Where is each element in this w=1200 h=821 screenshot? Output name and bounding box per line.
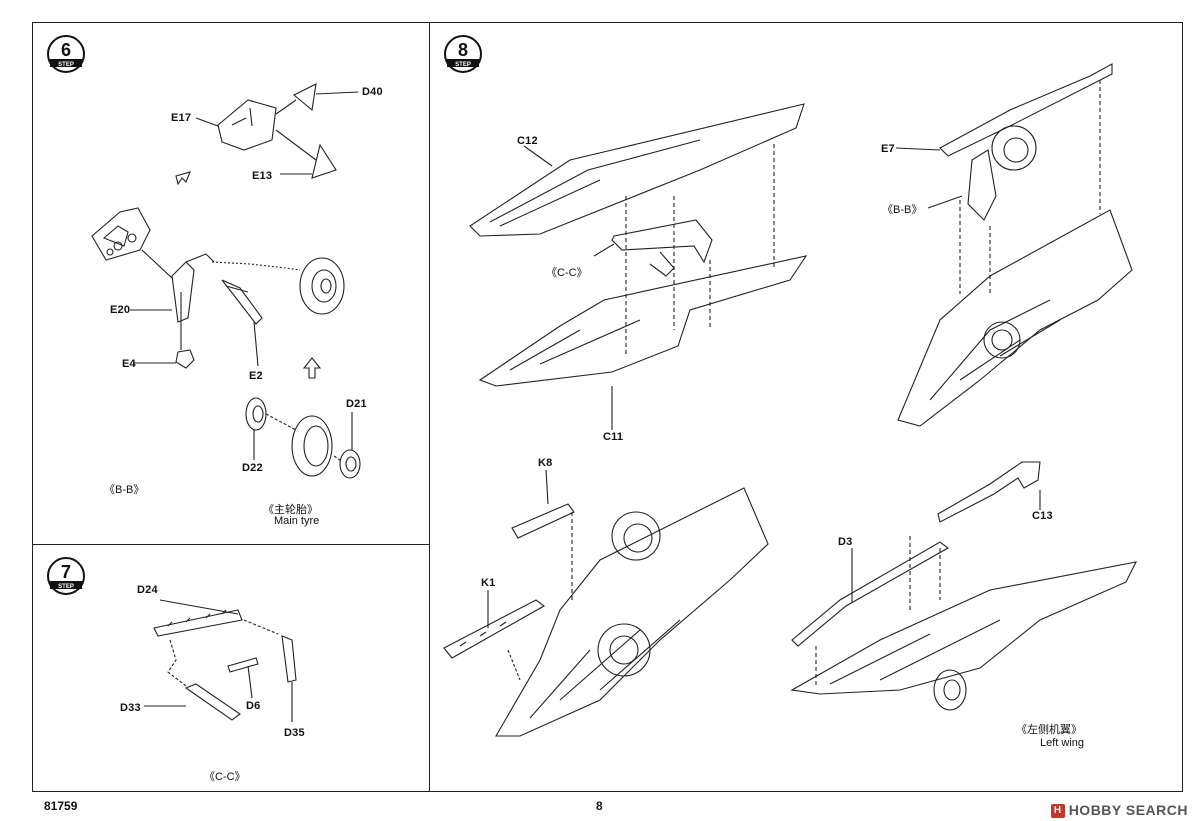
label-e2: E2 [249,370,263,382]
label-e17: E17 [171,112,192,124]
part-c12-shape [469,103,805,237]
part-d6-shape [227,657,259,673]
wing-box-left [495,487,769,737]
wheel-upper [299,257,345,315]
step7-badge: 7 STEP [47,557,85,595]
svg-text:8: 8 [458,40,468,60]
part-c13-shape [937,461,1041,523]
part-k1-shape [443,599,546,659]
label-d33: D33 [120,702,141,714]
view-label-cc-step8: 《C-C》 [546,267,588,279]
left-wing-label-cn: 《左侧机翼》 [1016,724,1082,736]
part-d35-shape [281,635,297,683]
label-d24: D24 [137,584,158,596]
label-c13: C13 [1032,510,1053,522]
part-d40-shape [293,83,317,112]
part-e20-shape [171,261,195,323]
svg-text:STEP: STEP [455,62,471,68]
left-wing-label-en: Left wing [1040,737,1085,749]
main-tyre-label-en: Main tyre [274,515,320,527]
wheel-k [611,511,661,561]
label-e7: E7 [881,143,895,155]
part-e7-rail [939,63,1113,157]
arrow-1 [175,171,191,186]
label-e4: E4 [122,358,136,370]
wing-box-right [897,209,1133,427]
main-tyre-shape [291,415,333,477]
label-d35: D35 [284,727,305,739]
label-k1: K1 [481,577,496,589]
part-e4-shape [175,349,195,369]
part-e2-shape [221,279,263,325]
part-d3-shape [791,541,950,647]
part-e13-shape [311,143,337,179]
watermark-text: HOBBY SEARCH [1068,801,1188,818]
step8-panel [429,22,1183,792]
view-label-cc-step7: 《C-C》 [204,771,246,783]
part-c11-shape [478,255,808,387]
svg-text:STEP: STEP [58,584,74,590]
part-d33-shape [184,683,241,721]
label-e13: E13 [252,170,273,182]
label-c12: C12 [517,135,538,147]
svg-text:6: 6 [61,40,71,60]
part-cc-strip-shape [611,219,713,264]
svg-text:7: 7 [61,562,71,582]
label-d22: D22 [242,462,263,474]
part-k8-shape [511,503,575,539]
label-e20: E20 [110,304,131,316]
watermark-logo-icon: H [1050,804,1065,818]
step8-badge: 8 STEP [444,35,482,73]
label-d21: D21 [346,398,367,410]
wheel-e7 [991,125,1037,171]
part-d21-shape [339,449,361,479]
view-label-bb-step8: 《B-B》 [882,204,923,216]
label-k8: K8 [538,457,553,469]
part-e17-shape [217,99,277,151]
label-c11: C11 [603,431,624,443]
left-wing-shape [790,561,1137,695]
svg-text:STEP: STEP [58,62,74,68]
part-d24-shape [153,609,243,637]
label-d6: D6 [246,700,261,712]
product-code: 81759 [44,799,78,813]
step6-badge: 6 STEP [47,35,85,73]
label-d3: D3 [838,536,853,548]
gear-door-shape [91,207,151,261]
main-tyre-label-cn: 《主轮胎》 [263,504,318,516]
arrow-2 [302,357,322,379]
page-number: 8 [596,799,603,813]
label-d40: D40 [362,86,383,98]
view-label-bb-step6: 《B-B》 [104,484,145,496]
